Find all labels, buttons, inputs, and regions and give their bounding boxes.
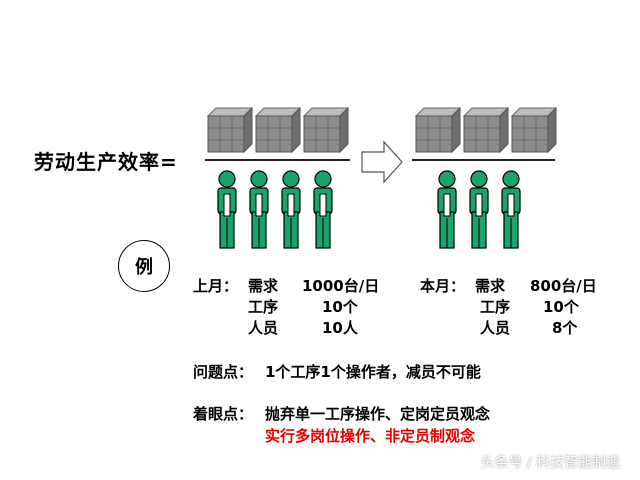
- last-month-row-value: 1000台/日: [302, 277, 380, 295]
- example-badge: 例: [118, 240, 170, 292]
- this-month-label: 本月：: [420, 277, 466, 295]
- focus-text: 抛弃单一工序操作、定岗定员观念: [265, 405, 491, 423]
- problem-text: 1个工序1个操作者，减员不可能: [265, 363, 481, 381]
- product-box-icon: [255, 107, 301, 153]
- last-month-row-name: 需求: [248, 277, 279, 295]
- this-month-row-value: 800台/日: [530, 277, 597, 295]
- left-people: [217, 170, 333, 249]
- worker-icon: [469, 170, 489, 249]
- worker-icon: [217, 170, 237, 249]
- last-month-row-name: 工序: [248, 298, 279, 316]
- this-month-row-name: 需求: [475, 277, 506, 295]
- left-boxes: [207, 107, 349, 153]
- this-month-row-name: 工序: [480, 298, 511, 316]
- worker-icon: [501, 170, 521, 249]
- example-label: 例: [135, 257, 153, 278]
- last-month-row-name: 人员: [248, 319, 279, 337]
- watermark: 头条号 / 科技智能制造: [480, 455, 620, 471]
- worker-icon: [249, 170, 269, 249]
- last-month-row-value: 10人: [322, 319, 358, 337]
- this-month-row-name: 人员: [480, 319, 511, 337]
- focus-highlight-text: 实行多岗位操作、非定员制观念: [265, 427, 476, 445]
- product-box-icon: [207, 107, 253, 153]
- this-month-row-value: 8个: [552, 319, 578, 337]
- right-boxes: [415, 107, 557, 153]
- right-arrow-icon: [361, 140, 403, 184]
- focus-label: 着眼点：: [193, 405, 254, 423]
- worker-icon: [313, 170, 333, 249]
- product-box-icon: [303, 107, 349, 153]
- this-month-row-value: 10个: [543, 298, 579, 316]
- worker-icon: [281, 170, 301, 249]
- worker-icon: [437, 170, 457, 249]
- product-box-icon: [511, 107, 557, 153]
- product-box-icon: [415, 107, 461, 153]
- last-month-label: 上月：: [193, 277, 239, 295]
- product-box-icon: [463, 107, 509, 153]
- right-people: [437, 170, 521, 249]
- last-month-row-value: 10个: [322, 298, 358, 316]
- equation-title: 劳动生产效率=: [34, 150, 178, 174]
- problem-label: 问题点：: [193, 363, 254, 381]
